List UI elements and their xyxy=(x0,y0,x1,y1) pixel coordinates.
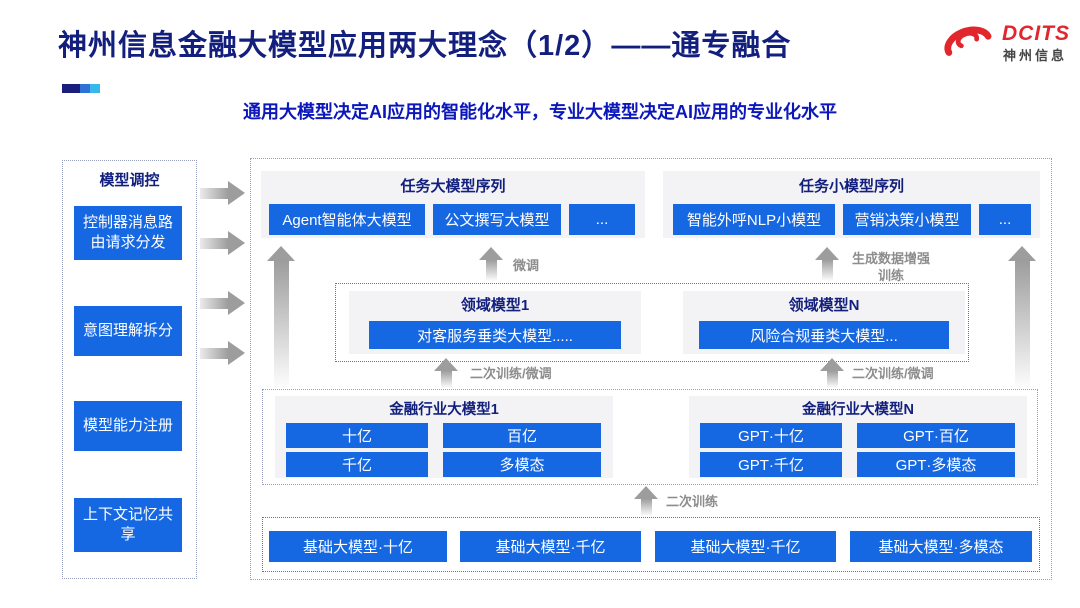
dcits-brand-text: DCITS xyxy=(1002,22,1070,45)
risk-compliance-model-box: 风险合规垂类大模型... xyxy=(699,321,949,349)
dcits-swirl-icon xyxy=(944,26,992,56)
task-small-model-panel: 任务小模型序列 智能外呼NLP小模型 营销决策小模型 ... xyxy=(663,171,1040,238)
dcits-logo: DCITS 神州信息 xyxy=(940,18,1070,66)
industry1-multimodal-box: 多模态 xyxy=(443,452,601,477)
sidebar-item-context-memory: 上下文记忆共享 xyxy=(74,498,182,552)
dispatch-arrow-1 xyxy=(200,181,245,205)
industry1-billion-box: 十亿 xyxy=(286,423,428,448)
second-train-finetune-label-right: 二次训练/微调 xyxy=(852,366,934,381)
base-model-billion-box: 基础大模型·十亿 xyxy=(269,531,447,562)
page-title: 神州信息金融大模型应用两大理念（1/2）——通专融合 xyxy=(58,30,792,62)
gen-data-train-arrow xyxy=(815,247,839,281)
accent-bar-segment-light xyxy=(90,84,100,93)
industry1-hundred-billion-box: 千亿 xyxy=(286,452,428,477)
second-train-arrow xyxy=(634,486,658,516)
sidebar-item-router-dispatch: 控制器消息路由请求分发 xyxy=(74,206,182,260)
industry-to-task-large-arrow xyxy=(267,246,295,388)
base-model-multimodal-box: 基础大模型·多模态 xyxy=(850,531,1032,562)
domain-model-1-title: 领域模型1 xyxy=(460,297,530,314)
dispatch-arrow-4 xyxy=(200,341,245,365)
finetune-arrow xyxy=(479,247,503,281)
marketing-decision-model-box: 营销决策小模型 xyxy=(843,204,971,235)
diagram-outer-container xyxy=(250,158,1052,580)
industry-model-container: 金融行业大模型1 十亿 百亿 千亿 多模态 金融行业大模型N GPT·十亿 GP… xyxy=(262,389,1038,485)
dcits-brand-cn-text: 神州信息 xyxy=(1003,48,1068,63)
task-large-model-panel: 任务大模型序列 Agent智能体大模型 公文撰写大模型 ... xyxy=(261,171,645,238)
industry1-ten-billion-box: 百亿 xyxy=(443,423,601,448)
sidebar-item-intent-split: 意图理解拆分 xyxy=(74,306,182,356)
domain-model-n-title: 领域模型N xyxy=(788,297,860,314)
accent-bar-segment-mid xyxy=(80,84,90,93)
industryN-gpt-hundred-billion-box: GPT·千亿 xyxy=(700,452,842,477)
dispatch-arrow-3 xyxy=(200,291,245,315)
outbound-nlp-model-box: 智能外呼NLP小模型 xyxy=(673,204,835,235)
domain-model-container: 领域模型1 对客服务垂类大模型..... 领域模型N 风险合规垂类大模型... xyxy=(335,283,969,362)
industry-model-n-title: 金融行业大模型N xyxy=(802,402,914,418)
task-large-panel-title: 任务大模型序列 xyxy=(400,178,506,195)
second-train-finetune-arrow-right xyxy=(820,358,844,388)
industry-to-task-small-arrow xyxy=(1008,246,1036,389)
document-writing-model-box: 公文撰写大模型 xyxy=(433,204,561,235)
task-large-more-box: ... xyxy=(569,204,635,235)
industry-model-n-panel: 金融行业大模型N GPT·十亿 GPT·百亿 GPT·千亿 GPT·多模态 xyxy=(689,396,1027,478)
domain-model-1-panel: 领域模型1 对客服务垂类大模型..... xyxy=(349,291,641,354)
sidebar-title: 模型调控 xyxy=(99,172,160,189)
domain-model-n-panel: 领域模型N 风险合规垂类大模型... xyxy=(683,291,965,354)
second-train-finetune-arrow-left xyxy=(434,358,458,388)
slide-subtitle: 通用大模型决定AI应用的智能化水平，专业大模型决定AI应用的专业化水平 xyxy=(243,102,837,122)
finetune-label: 微调 xyxy=(513,258,540,273)
industryN-gpt-ten-billion-box: GPT·百亿 xyxy=(857,423,1015,448)
industry-model-1-title: 金融行业大模型1 xyxy=(389,402,499,418)
base-model-hundred-billion-box-1: 基础大模型·千亿 xyxy=(460,531,641,562)
second-train-finetune-label-left: 二次训练/微调 xyxy=(470,366,552,381)
industry-model-1-panel: 金融行业大模型1 十亿 百亿 千亿 多模态 xyxy=(275,396,613,478)
second-train-label: 二次训练 xyxy=(666,494,719,509)
sidebar-item-capability-register: 模型能力注册 xyxy=(74,401,182,451)
base-model-hundred-billion-box-2: 基础大模型·千亿 xyxy=(655,531,836,562)
industryN-gpt-billion-box: GPT·十亿 xyxy=(700,423,842,448)
agent-large-model-box: Agent智能体大模型 xyxy=(269,204,425,235)
gen-data-train-label: 生成数据增强训练 xyxy=(851,251,930,283)
accent-bar-segment-dark xyxy=(62,84,80,93)
industryN-gpt-multimodal-box: GPT·多模态 xyxy=(857,452,1015,477)
customer-service-model-box: 对客服务垂类大模型..... xyxy=(369,321,621,349)
dispatch-arrow-2 xyxy=(200,231,245,255)
model-control-sidebar: 模型调控 控制器消息路由请求分发 意图理解拆分 模型能力注册 上下文记忆共享 xyxy=(62,160,197,579)
task-small-panel-title: 任务小模型序列 xyxy=(798,178,904,195)
title-accent-bar xyxy=(62,84,100,93)
task-small-more-box: ... xyxy=(979,204,1031,235)
base-model-container: 基础大模型·十亿 基础大模型·千亿 基础大模型·千亿 基础大模型·多模态 xyxy=(262,517,1040,572)
